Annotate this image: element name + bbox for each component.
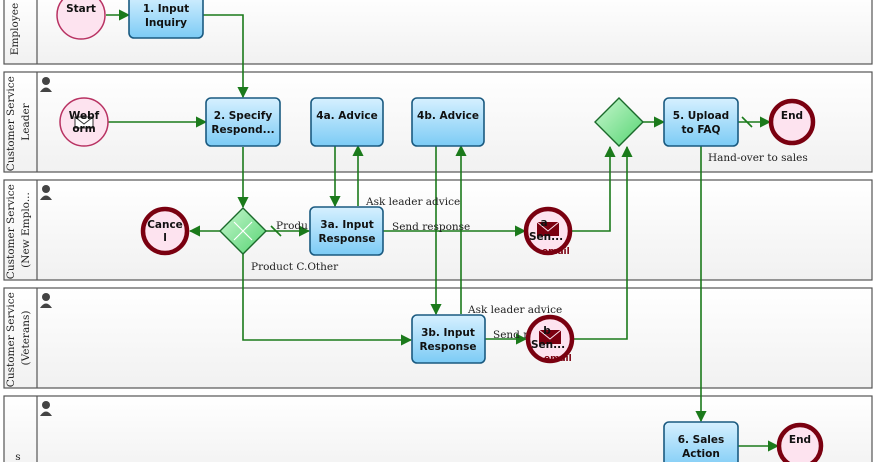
flow-label-product-other: Product C.Other [251, 261, 339, 273]
gateway-x-icon [233, 221, 253, 241]
envelope-icon [74, 116, 94, 129]
envelope-filled-icon [537, 222, 559, 236]
email-tag: email [542, 247, 570, 257]
flow-label-product: Produ [276, 220, 308, 232]
task-4b-advice[interactable]: 4b. Advice [411, 97, 485, 147]
email-tag: email [544, 354, 572, 364]
envelope-filled-icon [539, 330, 561, 344]
end-event-sales[interactable]: End [776, 422, 824, 462]
lane-label-employee: Employee [9, 3, 21, 55]
flow-input-inquiry-to-specify[interactable] [203, 14, 249, 99]
svg-text:4b. Advice: 4b. Advice [417, 110, 479, 122]
flow-product-tick [270, 225, 282, 237]
flow-labels: Ask leader advice Send response Produ Pr… [251, 152, 808, 341]
flow-label-send-response-b: Send r [493, 329, 529, 341]
flow-gateway-to-3b[interactable] [242, 254, 413, 346]
flow-email-b-to-gateway-faq[interactable] [573, 145, 633, 340]
end-event-upload[interactable]: End [768, 98, 816, 146]
gateway-faq-merge[interactable] [594, 97, 644, 147]
flow-label-ask-leader-a: Ask leader advice [365, 196, 460, 208]
person-icon [40, 293, 52, 308]
start-event[interactable]: Start [56, 0, 106, 40]
flow-label-ask-leader-b: Ask leader advice [467, 304, 562, 316]
lane-label-cs-leader: Customer Service Leader [5, 73, 32, 171]
task-4a-advice[interactable]: 4a. Advice [310, 97, 384, 147]
person-icon [40, 77, 52, 92]
lane-cs-new-employee: Customer Service (New Emplo... [3, 179, 873, 281]
person-icon [40, 401, 52, 416]
flow-label-send-response-a: Send response [392, 221, 470, 233]
lane-label-cs-new-employee: Customer Service (New Emplo... [5, 181, 32, 279]
svg-text:Start: Start [66, 3, 96, 15]
flow-upload-end-tick [741, 116, 753, 128]
person-icon [40, 185, 52, 200]
flow-email-a-to-gateway-faq[interactable] [571, 145, 616, 232]
svg-text:End: End [789, 434, 811, 446]
lane-label-cs-veterans: Customer Service (Veterans) [5, 289, 32, 387]
flow-label-handover: Hand-over to sales [708, 152, 808, 164]
lane-sales: s [3, 395, 873, 462]
svg-text:4a. Advice: 4a. Advice [316, 110, 377, 122]
sequence-flows [106, 9, 780, 452]
gateway-product-split[interactable] [219, 207, 267, 255]
lane-label-sales: s [15, 451, 20, 462]
svg-text:End: End [781, 110, 803, 122]
